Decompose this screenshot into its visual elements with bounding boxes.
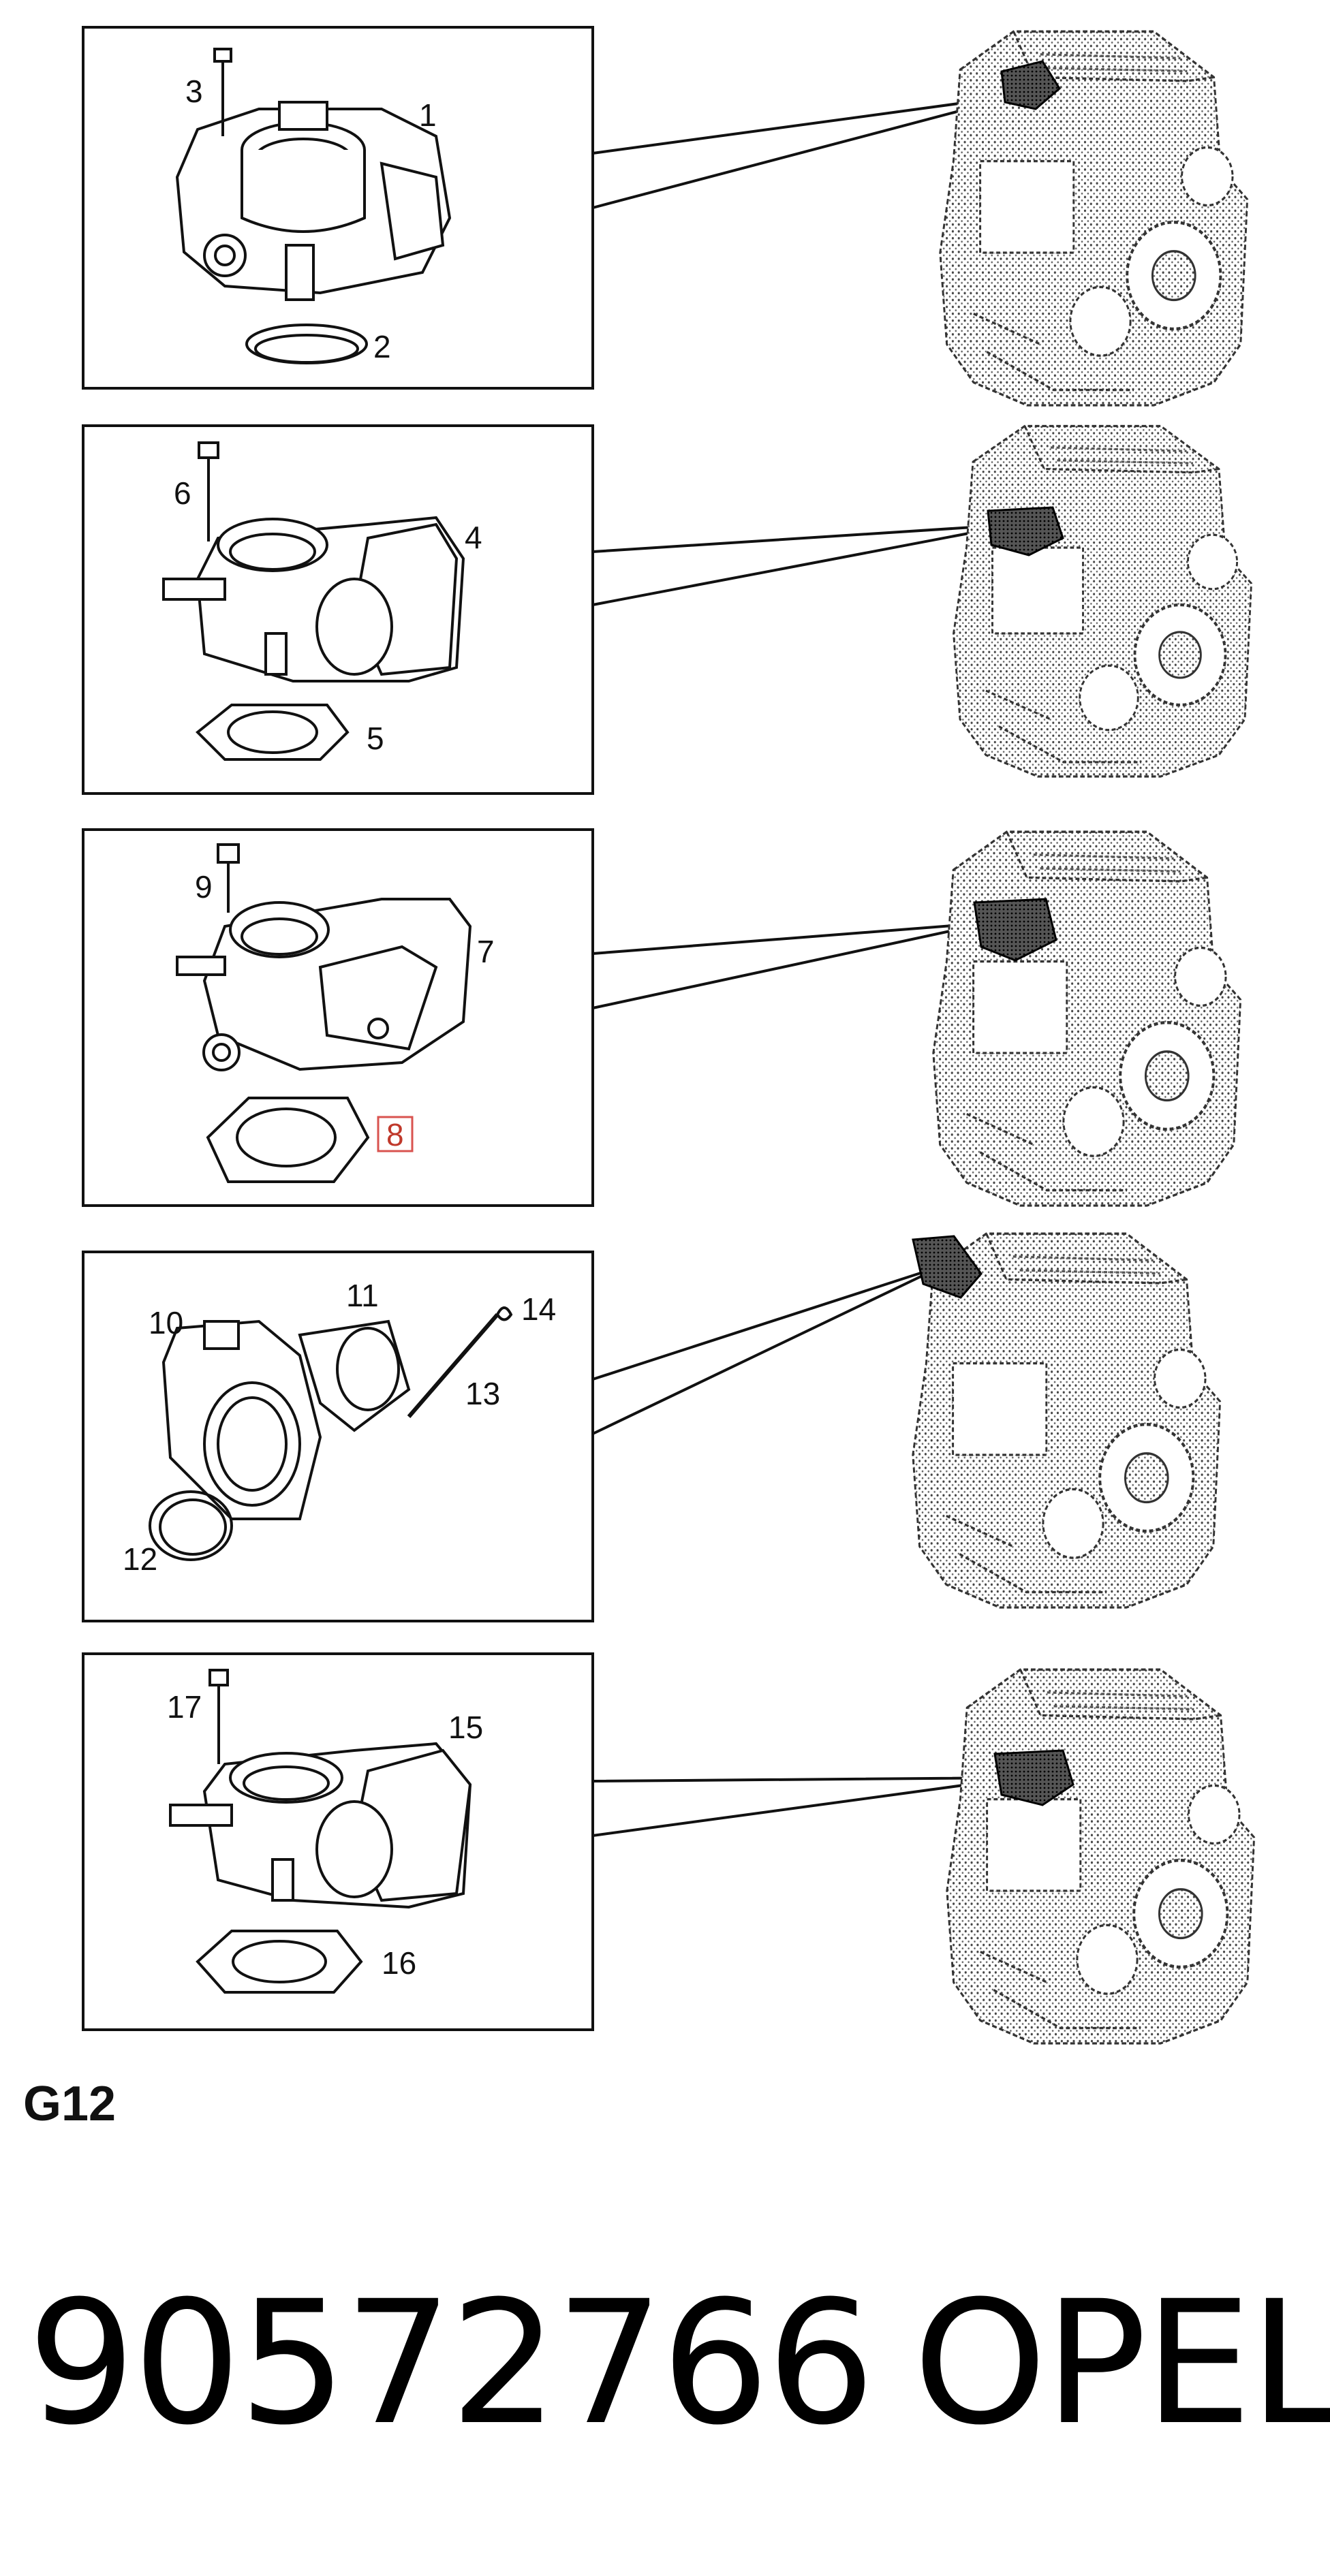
callout-8-highlighted: 8	[386, 1117, 404, 1152]
leader-line	[592, 94, 1019, 209]
leader-line	[592, 523, 1016, 606]
panel-4-frame	[82, 1251, 594, 1622]
bolt-17	[208, 1669, 229, 1764]
clip-14	[496, 1306, 513, 1321]
throttle-location-marker	[973, 898, 1057, 962]
engine-illustration	[947, 1669, 1254, 2043]
callout-11: 11	[346, 1278, 379, 1313]
panel-3-frame	[82, 828, 594, 1207]
callout-4: 4	[465, 520, 482, 555]
panel-5-frame	[82, 1652, 594, 2031]
callout-7: 7	[477, 934, 495, 969]
panel-1: 3 1 2	[82, 26, 1248, 405]
throttle-location-marker	[987, 506, 1064, 556]
bolt-6	[198, 441, 219, 541]
callout-3: 3	[185, 74, 203, 109]
callout-15: 15	[448, 1710, 483, 1745]
gasket-ring-2	[245, 324, 368, 364]
callout-13: 13	[465, 1376, 500, 1411]
leader-line	[592, 1264, 944, 1435]
throttle-location-marker	[912, 1235, 983, 1299]
callout-1: 1	[419, 97, 437, 133]
panel-2-frame	[82, 424, 594, 795]
throttle-body-illustration	[175, 101, 452, 301]
callout-2: 2	[373, 329, 391, 364]
gasket-5	[196, 704, 350, 761]
throttle-body-illustration	[176, 898, 472, 1071]
gasket-16	[196, 1930, 363, 1994]
engine-illustration	[913, 1234, 1220, 1607]
part-number: 90572766	[27, 2264, 875, 2462]
throttle-location-marker	[1000, 60, 1061, 110]
callout-14: 14	[521, 1291, 556, 1327]
gasket-8	[206, 1097, 370, 1183]
engine-illustration	[940, 31, 1248, 405]
engine-illustration	[954, 426, 1252, 777]
bolt-9	[217, 843, 240, 913]
ring-12	[149, 1490, 233, 1561]
callout-9: 9	[195, 869, 213, 905]
throttle-location-marker	[993, 1749, 1074, 1806]
throttle-body-illustration	[162, 516, 465, 682]
panel-5: 17 15 16	[82, 1652, 1254, 2043]
bolt-3	[213, 48, 232, 136]
section-code: G12	[23, 2077, 117, 2131]
throttle-body-illustration	[169, 1742, 472, 1909]
callout-12: 12	[123, 1541, 157, 1577]
engine-illustration	[933, 832, 1241, 1206]
callout-16: 16	[382, 1945, 416, 1981]
panel-4: 10 11 14 13 12	[82, 1234, 1220, 1622]
brand-name: OPEL	[913, 2264, 1330, 2462]
callout-5: 5	[367, 721, 384, 756]
panel-2: 6 4 5	[82, 424, 1252, 795]
leader-line	[592, 922, 989, 1009]
callout-17: 17	[167, 1689, 202, 1725]
screw-13	[407, 1313, 499, 1418]
leader-line	[592, 1776, 1019, 1837]
callout-10: 10	[149, 1305, 183, 1340]
highlight-box	[377, 1116, 414, 1152]
throttle-body-illustration	[161, 1319, 411, 1520]
callout-6: 6	[174, 475, 191, 511]
panel-3: 9 7 8	[82, 828, 1241, 1207]
